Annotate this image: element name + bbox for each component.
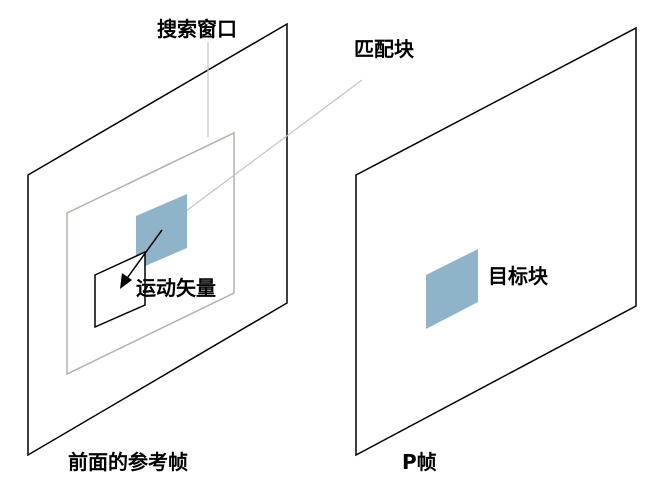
search-window	[66, 131, 235, 376]
target-block	[426, 249, 478, 329]
match-block-label: 匹配块	[354, 37, 415, 61]
match-block-leader	[185, 79, 363, 212]
p-frame	[355, 26, 637, 457]
search-window-label: 搜索窗口	[157, 17, 237, 41]
match-block	[136, 194, 187, 270]
motion-vector-label: 运动矢量	[136, 276, 216, 300]
motion-vector-arrowhead	[120, 273, 132, 289]
motion-vector-arrow	[124, 229, 163, 282]
p-frame-label: P帧	[402, 450, 437, 474]
reference-frame	[27, 22, 288, 457]
reference-frame-label: 前面的参考帧	[68, 450, 188, 474]
target-block-label: 目标块	[488, 264, 549, 288]
